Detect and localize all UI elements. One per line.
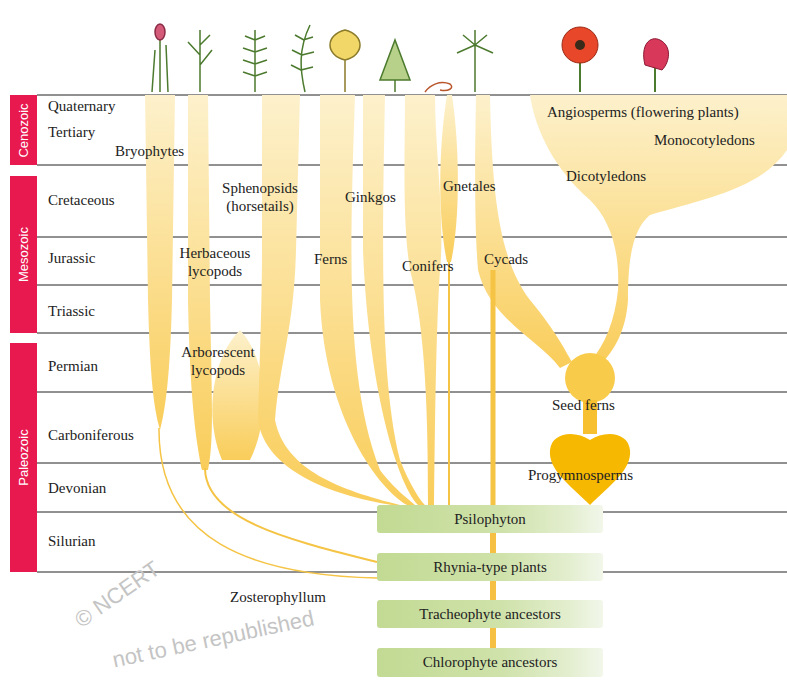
ancestor-name: Chlorophyte ancestors	[423, 654, 558, 671]
taxon-label: Arborescent lycopods	[168, 343, 268, 379]
taxon-label: Conifers	[402, 257, 454, 275]
period-label: Tertiary	[48, 123, 95, 141]
era-name: Paleozoic	[16, 429, 31, 485]
branches	[145, 95, 787, 505]
era-name: Mesozoic	[16, 227, 31, 282]
period-label: Jurassic	[48, 249, 96, 267]
era-box: Paleozoic	[10, 343, 37, 572]
taxon-label: Dicotyledons	[566, 167, 646, 185]
lineage-line	[493, 628, 494, 648]
taxon-label: Ginkgos	[345, 188, 396, 206]
ancestor-name: Tracheophyte ancestors	[419, 606, 561, 623]
watermark: not to be republished	[110, 605, 316, 673]
flower-sketches	[562, 27, 669, 92]
period-lines	[37, 95, 787, 572]
ancestor-band: Psilophyton	[377, 505, 603, 533]
era-name: Cenozoic	[16, 103, 31, 157]
lineage-line	[493, 533, 494, 553]
lineage-line	[493, 581, 494, 600]
taxon-label: Bryophytes	[115, 142, 184, 160]
taxon-label: Ferns	[314, 250, 347, 268]
period-label: Triassic	[48, 302, 95, 320]
ancestor-name: Psilophyton	[454, 511, 526, 528]
ancestor-band: Tracheophyte ancestors	[377, 600, 603, 628]
taxon-label: Monocotyledons	[654, 131, 755, 149]
ancestor-band: Rhynia-type plants	[377, 553, 603, 581]
taxon-label: Angiosperms (flowering plants)	[547, 103, 739, 121]
ancestor-name: Rhynia-type plants	[433, 559, 547, 576]
period-label: Carboniferous	[48, 426, 134, 444]
period-label: Cretaceous	[48, 191, 115, 209]
era-box: Mesozoic	[10, 176, 37, 333]
taxon-label: Zosterophyllum	[230, 588, 326, 606]
watermark: © NCERT	[70, 556, 165, 633]
ancestor-band: Chlorophyte ancestors	[377, 648, 603, 677]
taxon-label: Cycads	[484, 250, 528, 268]
period-label: Silurian	[48, 532, 96, 550]
taxon-label: Sphenopsids (horsetails)	[205, 179, 315, 215]
taxon-label: Seed ferns	[552, 396, 615, 414]
taxon-label: Herbaceous lycopods	[170, 244, 260, 280]
seed-fern-blob	[565, 353, 615, 403]
era-box: Cenozoic	[10, 95, 37, 165]
period-label: Quaternary	[48, 97, 115, 115]
taxon-label: Gnetales	[443, 177, 495, 195]
taxon-label: Progymnosperms	[528, 466, 633, 484]
plant-sketches	[152, 24, 493, 92]
period-label: Permian	[48, 357, 98, 375]
period-label: Devonian	[48, 479, 106, 497]
